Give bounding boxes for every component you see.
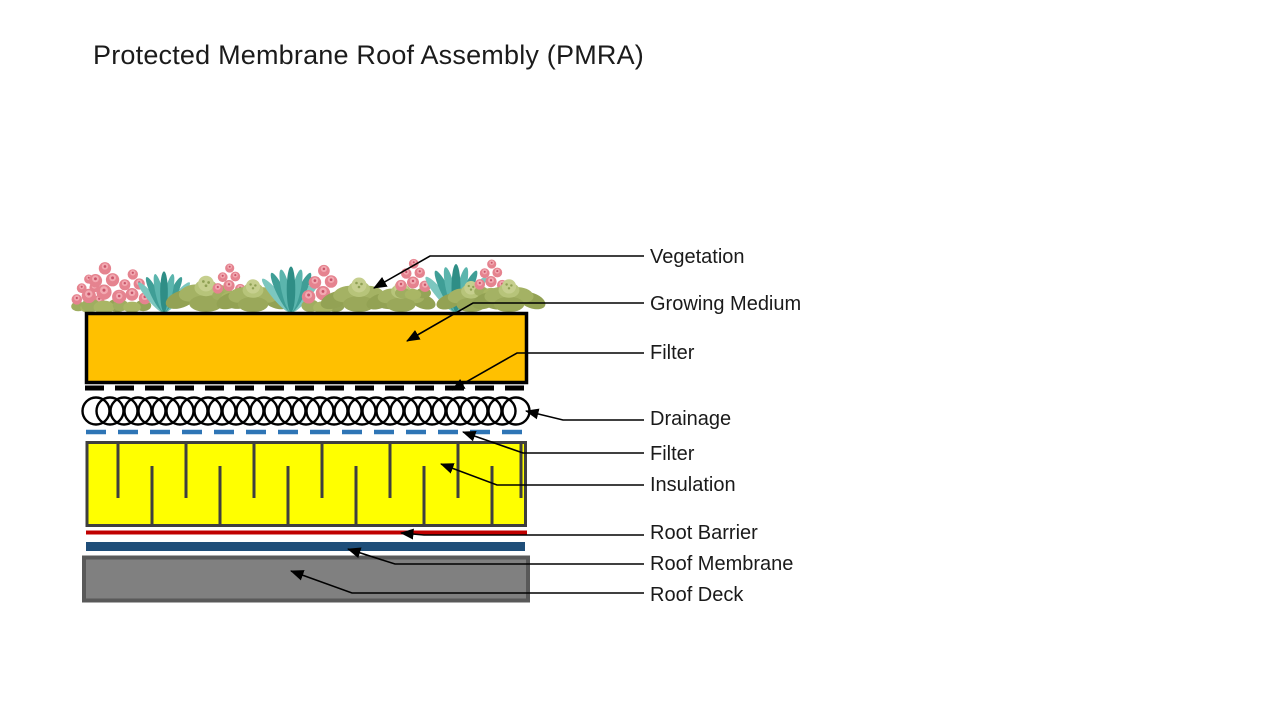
leader-line-roof-membrane bbox=[347, 547, 644, 565]
leader-line-drainage bbox=[525, 408, 644, 421]
leader-line-filter-upper bbox=[451, 352, 644, 391]
label-roof-membrane: Roof Membrane bbox=[650, 553, 794, 575]
insulation-board-joints bbox=[116, 444, 523, 524]
roof-membrane-layer bbox=[86, 542, 525, 551]
growing-medium-layer bbox=[84, 311, 529, 385]
vegetation-layer bbox=[71, 258, 548, 316]
insulation-layer bbox=[85, 441, 527, 527]
leader-line-roof-deck bbox=[290, 570, 644, 594]
label-filter-upper: Filter bbox=[650, 342, 695, 364]
label-drainage: Drainage bbox=[650, 408, 732, 430]
root-barrier-line bbox=[86, 530, 527, 535]
label-root-barrier: Root Barrier bbox=[650, 522, 758, 544]
label-growing-medium: Growing Medium bbox=[650, 293, 802, 315]
leader-line-filter-lower bbox=[462, 430, 644, 454]
leader-line-root-barrier bbox=[400, 528, 644, 540]
leader-line-insulation bbox=[440, 463, 644, 486]
leader-line-vegetation bbox=[373, 255, 644, 289]
label-roof-deck: Roof Deck bbox=[650, 584, 744, 606]
label-filter-lower: Filter bbox=[650, 443, 695, 465]
label-vegetation: Vegetation bbox=[650, 246, 745, 268]
page-title: Protected Membrane Roof Assembly (PMRA) bbox=[93, 40, 644, 70]
leader-line-growing-medium bbox=[406, 302, 644, 342]
drainage-coil-layer bbox=[81, 396, 531, 426]
label-insulation: Insulation bbox=[650, 474, 736, 496]
